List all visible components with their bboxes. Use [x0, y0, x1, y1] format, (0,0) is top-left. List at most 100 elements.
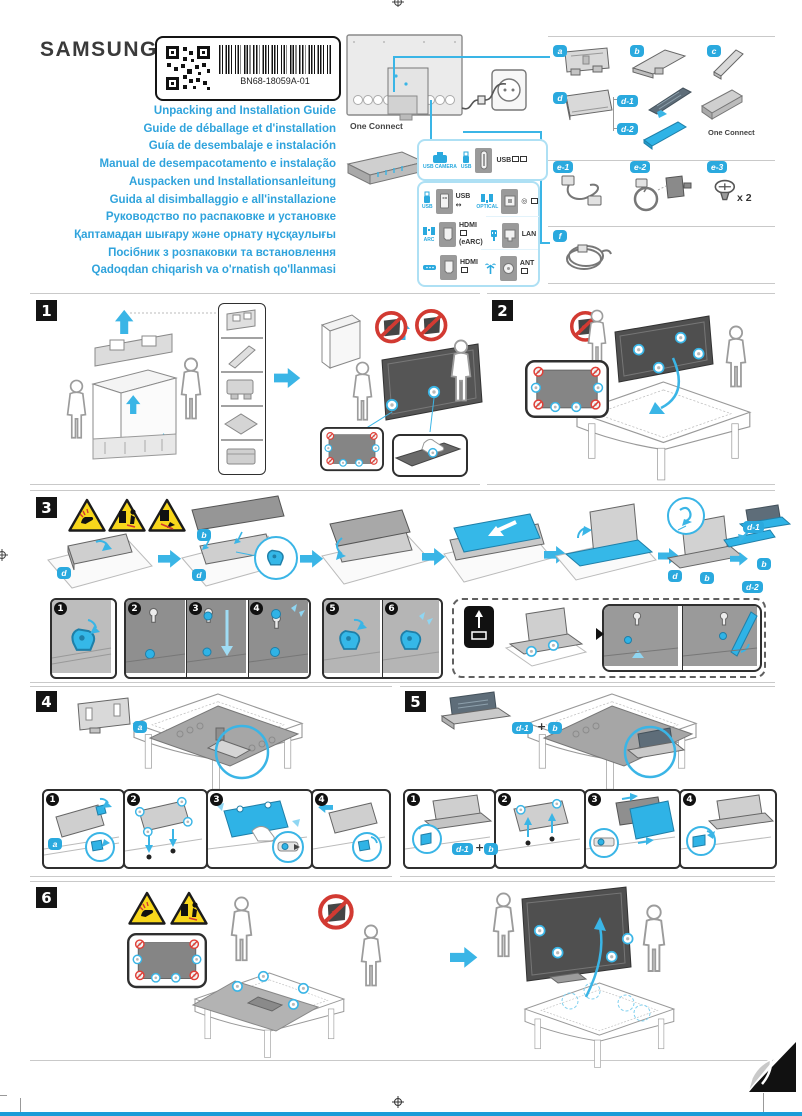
person-right [725, 325, 747, 388]
one-connect-box-small [701, 89, 743, 120]
grab-points-diagram [526, 361, 607, 416]
part-e3-badge: e-3 [707, 161, 728, 173]
tv-lowered [614, 315, 714, 383]
part-b-illustration [631, 49, 687, 79]
warning-pinch-icon [70, 500, 105, 531]
usb-stick-icon [463, 151, 470, 163]
divider [400, 876, 775, 877]
part-e2-badge: e-2 [630, 161, 651, 173]
product-label: BN68-18059A-01 [155, 36, 341, 101]
person-right [180, 357, 202, 420]
hand-icon [421, 438, 445, 455]
warning-lift-icon [110, 500, 145, 531]
title-pt: Manual de desempacotamento e instalação [99, 158, 336, 171]
substep-1: 1 [46, 793, 59, 806]
title-ru: Руководство по распаковке и установке [105, 211, 336, 224]
divider [30, 686, 392, 687]
part-d2-illustration [643, 121, 687, 150]
arc-speakers-icon [423, 226, 435, 235]
part-d-badge: d [553, 92, 567, 104]
leader-line [393, 56, 550, 58]
part-b-badge: b [757, 558, 771, 570]
antenna-icon [484, 263, 496, 274]
substep-2: 2 [127, 793, 140, 806]
divider [30, 881, 775, 882]
bracket-line [613, 99, 617, 100]
leader-line [430, 100, 432, 141]
bracket-part-icon [226, 379, 254, 400]
usb-camera-port-panel: USB CAMERA USB USB [417, 139, 548, 181]
stand-attached [626, 727, 686, 759]
registration-mark [392, 0, 404, 7]
part-d2-badge: d-2 [742, 581, 763, 593]
title-kk: Қаптамадан шығару және орнату нұсқаулығы [74, 228, 336, 241]
usb-port [435, 188, 453, 214]
usb-icon-label: USB [460, 163, 472, 170]
divider [548, 36, 775, 37]
warning-foot-icon [150, 500, 185, 531]
ant-port [499, 255, 517, 281]
hdmi-earc-port [439, 221, 456, 247]
plate-part-icon [224, 413, 258, 435]
part-a-badge: a [553, 45, 567, 57]
section-2-illustration [487, 309, 751, 481]
multilingual-titles: Unpacking and Installation Guide Guide d… [60, 103, 336, 280]
s5-step-1-panel [403, 789, 496, 869]
warning-lift-icon [172, 893, 207, 924]
hdmi-port-label: HDMI [460, 258, 478, 266]
latch-step-1-panel [50, 598, 117, 679]
section-5-illustration [440, 691, 697, 790]
title-fr: Guide de déballage et d'installation [143, 122, 336, 135]
part-d-badge: d [192, 569, 206, 581]
digital-audio-out-icon: ◎ [521, 197, 528, 205]
grab-points-diagram [128, 934, 206, 987]
hand-grip-detail [392, 434, 468, 477]
part-b-badge: b [548, 722, 562, 734]
usb-camera-icon [432, 151, 447, 163]
step-2-badge: 2 [492, 300, 513, 321]
s4-step-3-panel [206, 789, 313, 869]
substep-3: 3 [210, 793, 223, 806]
next-arrow [274, 368, 301, 388]
divider [548, 283, 775, 284]
hand-icon [251, 825, 275, 842]
part-d-badge: d [57, 567, 71, 579]
earc-label: (eARC) [459, 238, 483, 246]
usb-icon-label: USB [422, 204, 433, 210]
foam-base [92, 433, 177, 460]
soundbar-icon [423, 264, 436, 270]
leader-line [540, 242, 550, 244]
refresh-icon [520, 155, 528, 162]
registration-mark [0, 549, 8, 561]
leader-line [393, 56, 395, 92]
divider [400, 686, 775, 687]
plus-sign: + [537, 720, 547, 733]
page-turn-icon [747, 1042, 796, 1093]
part-e1-cable-illustration [561, 175, 602, 206]
part-d-badge: d [668, 570, 682, 582]
part-a-badge: a [133, 721, 147, 733]
crop-mark [763, 1093, 764, 1116]
part-b-badge: b [630, 45, 644, 57]
highlight-circle [623, 725, 677, 779]
registration-mark [392, 1096, 404, 1108]
part-b-badge: b [197, 529, 211, 541]
step-1-badge: 1 [36, 300, 57, 321]
part-d2-cover [629, 800, 675, 840]
section-4-illustration [77, 693, 303, 790]
next-arrow [450, 947, 478, 968]
lan-port [501, 222, 519, 248]
divider [30, 1060, 775, 1061]
stand-on-cloth-illustration [504, 607, 588, 667]
substep-5: 5 [326, 602, 339, 615]
lower-arrow [660, 357, 681, 410]
power-icon [512, 155, 520, 162]
table-illustration [524, 982, 675, 1068]
tv-back-illustration [346, 34, 527, 121]
part-e3-screw-illustration [714, 179, 736, 201]
section-3-illustration [47, 495, 792, 589]
substep-2: 2 [128, 602, 141, 615]
usb-stick-icon [424, 191, 431, 203]
grab-points-diagram [321, 428, 383, 470]
